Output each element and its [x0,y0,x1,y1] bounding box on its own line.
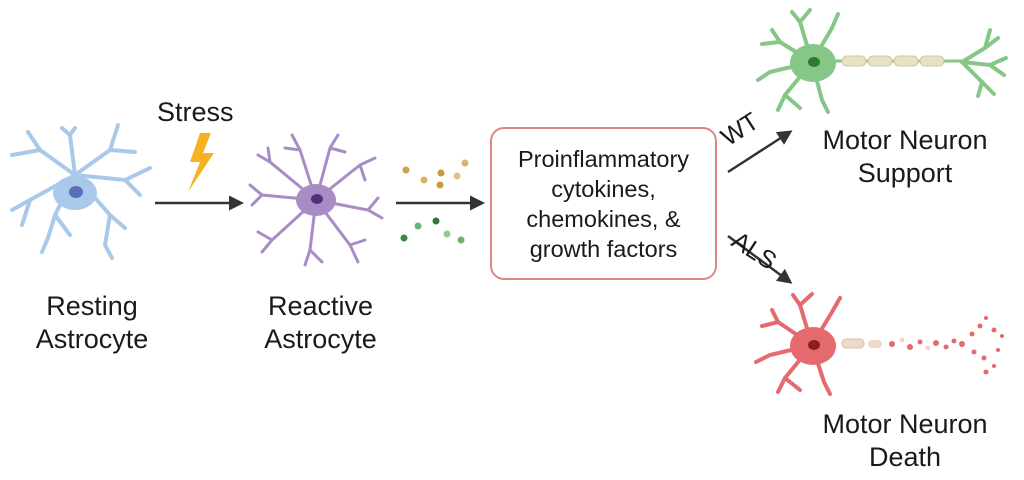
label-resting-line1: Resting [46,291,138,321]
label-support-line2: Support [857,158,953,188]
label-motor-neuron-death: Motor Neuron Death [810,408,1000,474]
arrow-to-wt [727,130,793,174]
factors-line1: Proinflammatory [517,145,690,172]
label-reactive-astrocyte: Reactive Astrocyte [248,290,393,356]
label-resting-astrocyte: Resting Astrocyte [22,290,162,356]
label-support-line1: Motor Neuron [822,125,988,155]
fragmented-axon [841,316,1004,375]
reactive-astrocyte-icon [248,133,384,267]
dying-motor-neuron-icon [754,292,842,396]
lightning-bolt-icon [188,133,214,192]
secreted-factors-box: Proinflammatory cytokines, chemokines, &… [490,127,717,280]
factors-line2: cytokines, [551,175,656,202]
label-reactive-line2: Astrocyte [264,324,377,354]
healthy-axon [836,55,962,67]
label-resting-line2: Astrocyte [35,324,149,354]
arrow-to-als [727,234,793,284]
factors-line4: growth factors [529,235,678,262]
factors-line3: chemokines, & [526,205,681,232]
label-reactive-line1: Reactive [267,291,374,321]
label-stress: Stress [157,97,234,127]
resting-astrocyte-icon [10,123,152,260]
label-death-line2: Death [868,442,942,472]
label-motor-neuron-support: Motor Neuron Support [810,124,1000,190]
label-death-line1: Motor Neuron [822,409,988,439]
cytokine-dots-icon [400,159,469,244]
healthy-motor-neuron-icon [756,8,1008,114]
